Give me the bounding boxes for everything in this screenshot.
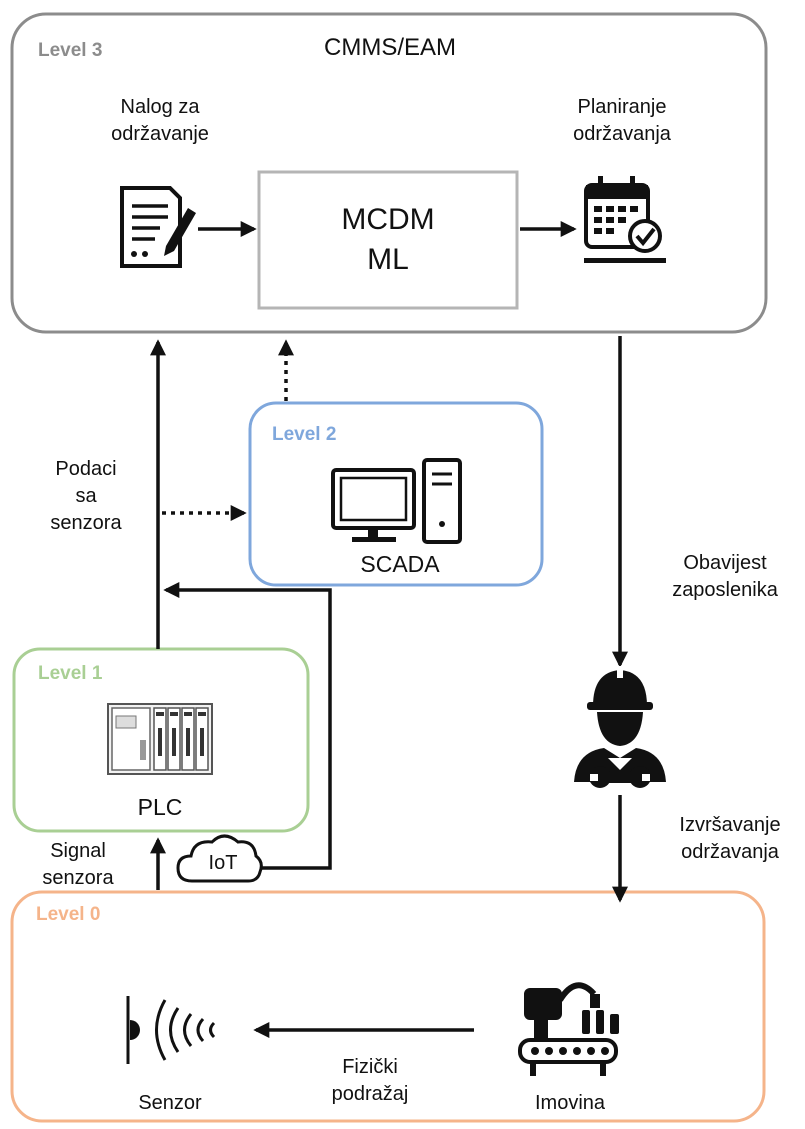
arrow-iot-path (163, 582, 332, 870)
iot-label: IoT (208, 852, 238, 874)
scada-label: SCADA (360, 551, 440, 577)
cloud-icon (176, 834, 263, 883)
worker-icon (574, 666, 666, 788)
level0-tag: Level 0 (36, 904, 101, 925)
plc-icon (107, 703, 213, 775)
level1-tag: Level 1 (38, 663, 103, 684)
document-edit-icon (120, 186, 196, 268)
level3-tag: Level 3 (38, 40, 103, 61)
level2-tag: Level 2 (272, 424, 337, 445)
plc-label: PLC (137, 794, 183, 820)
calendar-check-icon (584, 176, 666, 263)
senzor-label: Senzor (138, 1092, 202, 1114)
imovina-label: Imovina (534, 1092, 606, 1114)
conveyor-icon (518, 982, 619, 1076)
mcdm-ml-box (257, 170, 519, 310)
sensor-icon (126, 996, 216, 1064)
computer-icon (331, 458, 462, 544)
cmms-title: CMMS/EAM (324, 34, 456, 61)
